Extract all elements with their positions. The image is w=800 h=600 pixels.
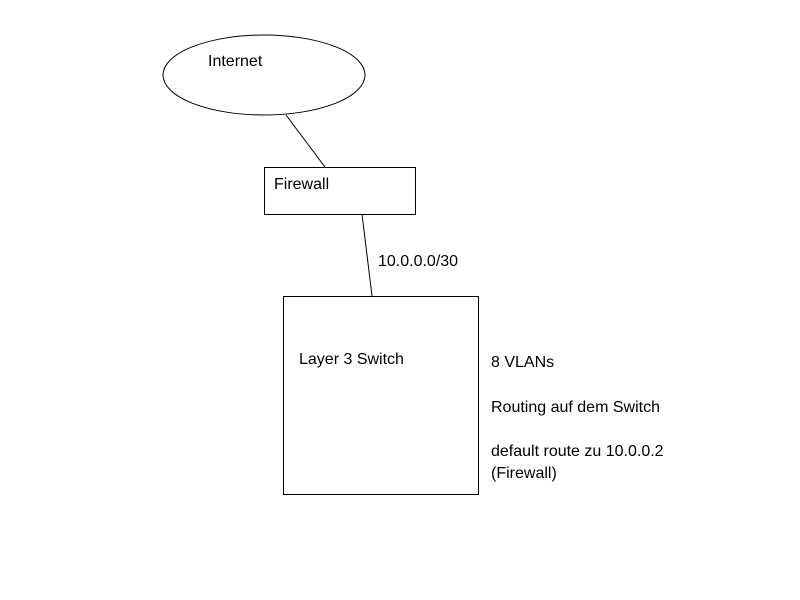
internet-label: Internet bbox=[208, 53, 263, 70]
firewall-box: Firewall bbox=[264, 167, 416, 215]
firewall-switch-link bbox=[361, 213, 373, 297]
firewall-label: Firewall bbox=[274, 176, 330, 193]
default-route-note: default route zu 10.0.0.2 bbox=[491, 443, 664, 460]
switch-notes: 8 VLANs Routing auf dem Switch default r… bbox=[491, 0, 791, 600]
routing-note: Routing auf dem Switch bbox=[491, 399, 660, 416]
internet-cloud-shape bbox=[162, 34, 366, 116]
default-route-target-note: (Firewall) bbox=[491, 465, 557, 482]
internet-firewall-link bbox=[285, 114, 326, 168]
layer3-switch-label: Layer 3 Switch bbox=[299, 351, 404, 368]
link-subnet-label: 10.0.0.0/30 bbox=[378, 253, 459, 270]
layer3-switch-box: Layer 3 Switch bbox=[283, 296, 479, 495]
vlan-count-note: 8 VLANs bbox=[491, 354, 555, 371]
